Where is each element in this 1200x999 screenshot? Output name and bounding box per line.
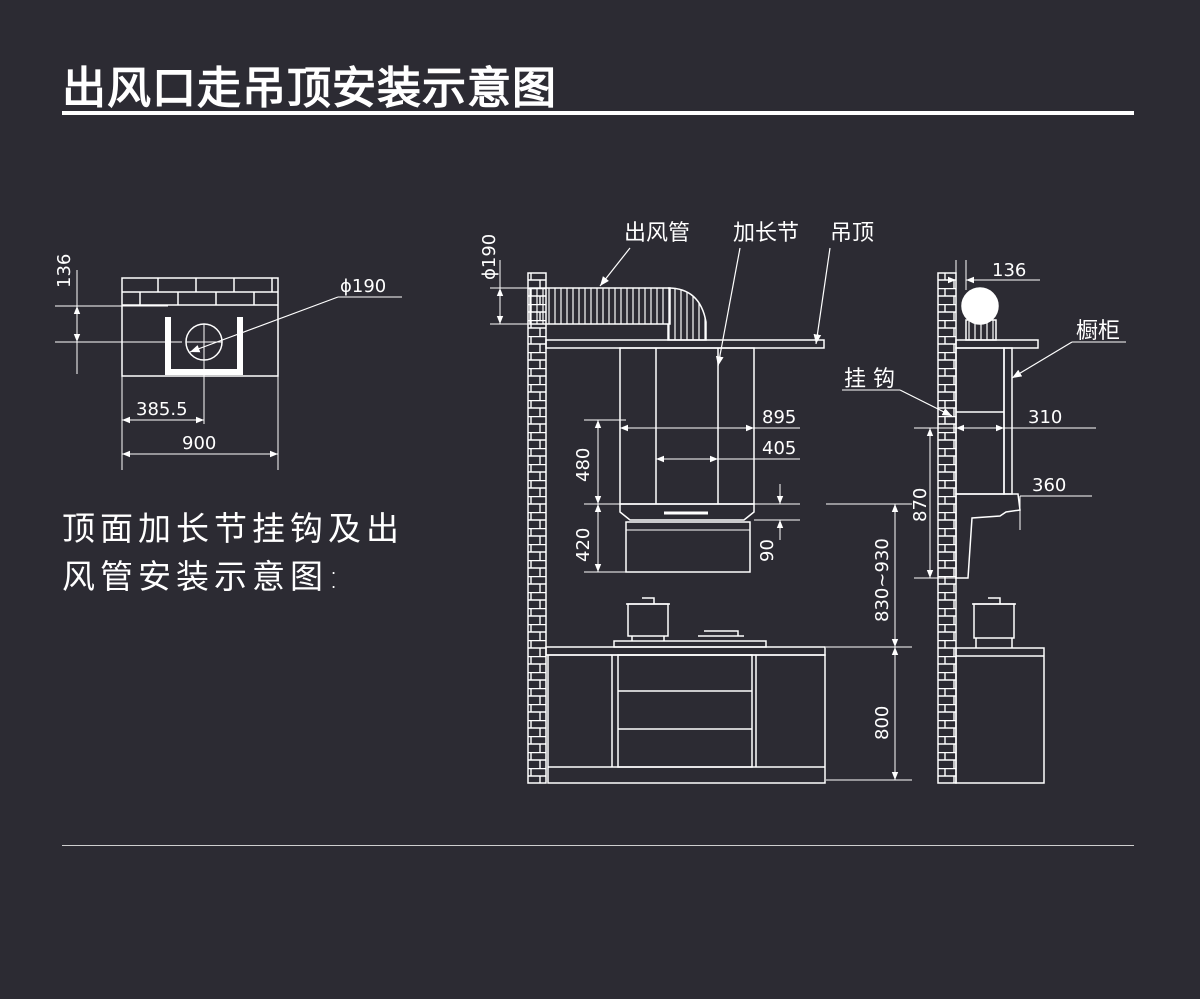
label-duct: 出风管 — [624, 221, 690, 246]
title-underline — [62, 111, 1134, 115]
left-brick-wall — [527, 272, 547, 784]
front-dim-420: 420 — [573, 528, 594, 562]
side-view — [842, 260, 1126, 784]
duct-section — [961, 287, 999, 325]
side-cabinet — [955, 647, 1045, 784]
page-title: 出风口走吊顶安装示意图 — [62, 63, 557, 114]
hood-lower — [625, 521, 751, 573]
side-pot — [973, 603, 1015, 639]
side-hood-chimney — [955, 347, 1005, 495]
front-dim-895: 895 — [762, 407, 796, 428]
countertop — [545, 646, 826, 656]
top-view — [55, 270, 402, 470]
front-dim-phi190: ϕ190 — [479, 234, 500, 280]
lower-cabinet — [547, 654, 826, 784]
cooktop — [613, 640, 767, 648]
label-cabinet: 橱柜 — [1076, 319, 1120, 344]
pot — [627, 603, 669, 637]
top-dim-136: 136 — [54, 254, 75, 288]
brick-rows — [122, 291, 278, 306]
side-dim-360: 360 — [1032, 475, 1066, 496]
ceiling-board — [545, 339, 825, 349]
label-hook: 挂 钩 — [844, 367, 895, 392]
label-extension: 加长节 — [733, 221, 799, 246]
label-ceiling: 吊顶 — [830, 221, 874, 246]
front-dim-405: 405 — [762, 438, 796, 459]
front-dim-480: 480 — [573, 448, 594, 482]
caption-line-1: 顶面加长节挂钩及出 — [62, 509, 404, 548]
front-view — [490, 247, 912, 784]
caption-line-2: 风管安装示意图: — [62, 557, 345, 596]
top-dim-385: 385.5 — [136, 399, 188, 420]
front-dim-90: 90 — [757, 539, 778, 562]
front-dim-830-930: 830~930 — [872, 538, 893, 622]
side-dim-310: 310 — [1028, 407, 1062, 428]
ceiling-outline — [121, 277, 279, 377]
top-dim-900: 900 — [182, 433, 216, 454]
right-brick-wall — [937, 272, 957, 784]
bottom-divider — [62, 845, 1134, 846]
side-hood-body — [955, 493, 1021, 579]
hood-chimney — [619, 347, 755, 505]
caption: 顶面加长节挂钩及出 风管安装示意图: — [62, 505, 442, 601]
air-duct — [529, 287, 671, 325]
side-dim-136: 136 — [992, 260, 1026, 281]
side-ceiling — [955, 339, 1039, 349]
side-dim-870: 870 — [910, 488, 931, 522]
top-dim-phi190: ϕ190 — [340, 276, 386, 297]
front-dim-800: 800 — [872, 706, 893, 740]
